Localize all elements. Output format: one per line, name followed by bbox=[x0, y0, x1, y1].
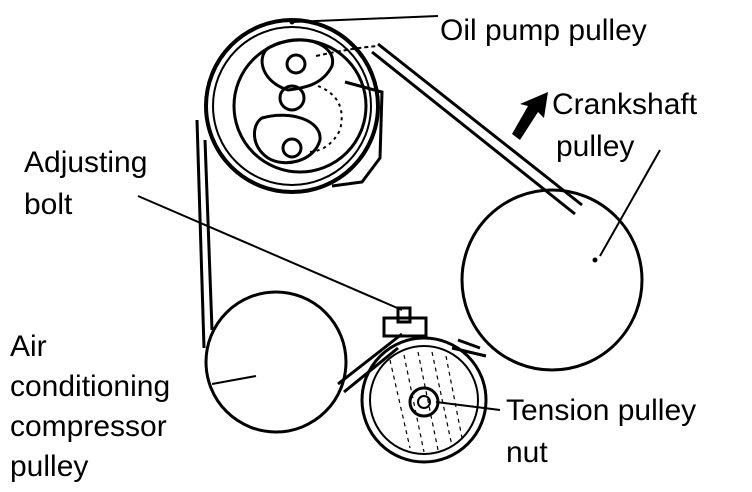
label-crankshaft-line1: Crankshaft bbox=[552, 88, 698, 121]
leader-lines bbox=[137, 15, 661, 411]
label-air-line2: conditioning bbox=[10, 370, 170, 403]
oil-pump-leader-dot bbox=[289, 19, 295, 25]
labels: Oil pump pulley Crankshaft pulley Adjust… bbox=[10, 14, 698, 483]
label-oil-pump-pulley: Oil pump pulley bbox=[440, 14, 647, 47]
crankshaft-pulley bbox=[460, 188, 644, 372]
label-tension-line2: nut bbox=[506, 436, 548, 469]
label-adjusting-line1: Adjusting bbox=[24, 146, 147, 179]
label-adjusting-line2: bolt bbox=[24, 188, 73, 221]
label-air-line4: pulley bbox=[10, 450, 88, 483]
tension-pulley bbox=[360, 306, 488, 464]
ac-compressor-pulley bbox=[204, 290, 348, 434]
label-crankshaft-line2: pulley bbox=[556, 130, 634, 163]
drive-belt bbox=[195, 42, 583, 394]
oil-pump-pulley bbox=[204, 18, 384, 194]
label-air-line3: compressor bbox=[10, 410, 167, 443]
crankshaft-arrow-icon bbox=[512, 92, 548, 140]
label-tension-line1: Tension pulley bbox=[506, 394, 696, 427]
label-air-line1: Air bbox=[10, 330, 47, 363]
